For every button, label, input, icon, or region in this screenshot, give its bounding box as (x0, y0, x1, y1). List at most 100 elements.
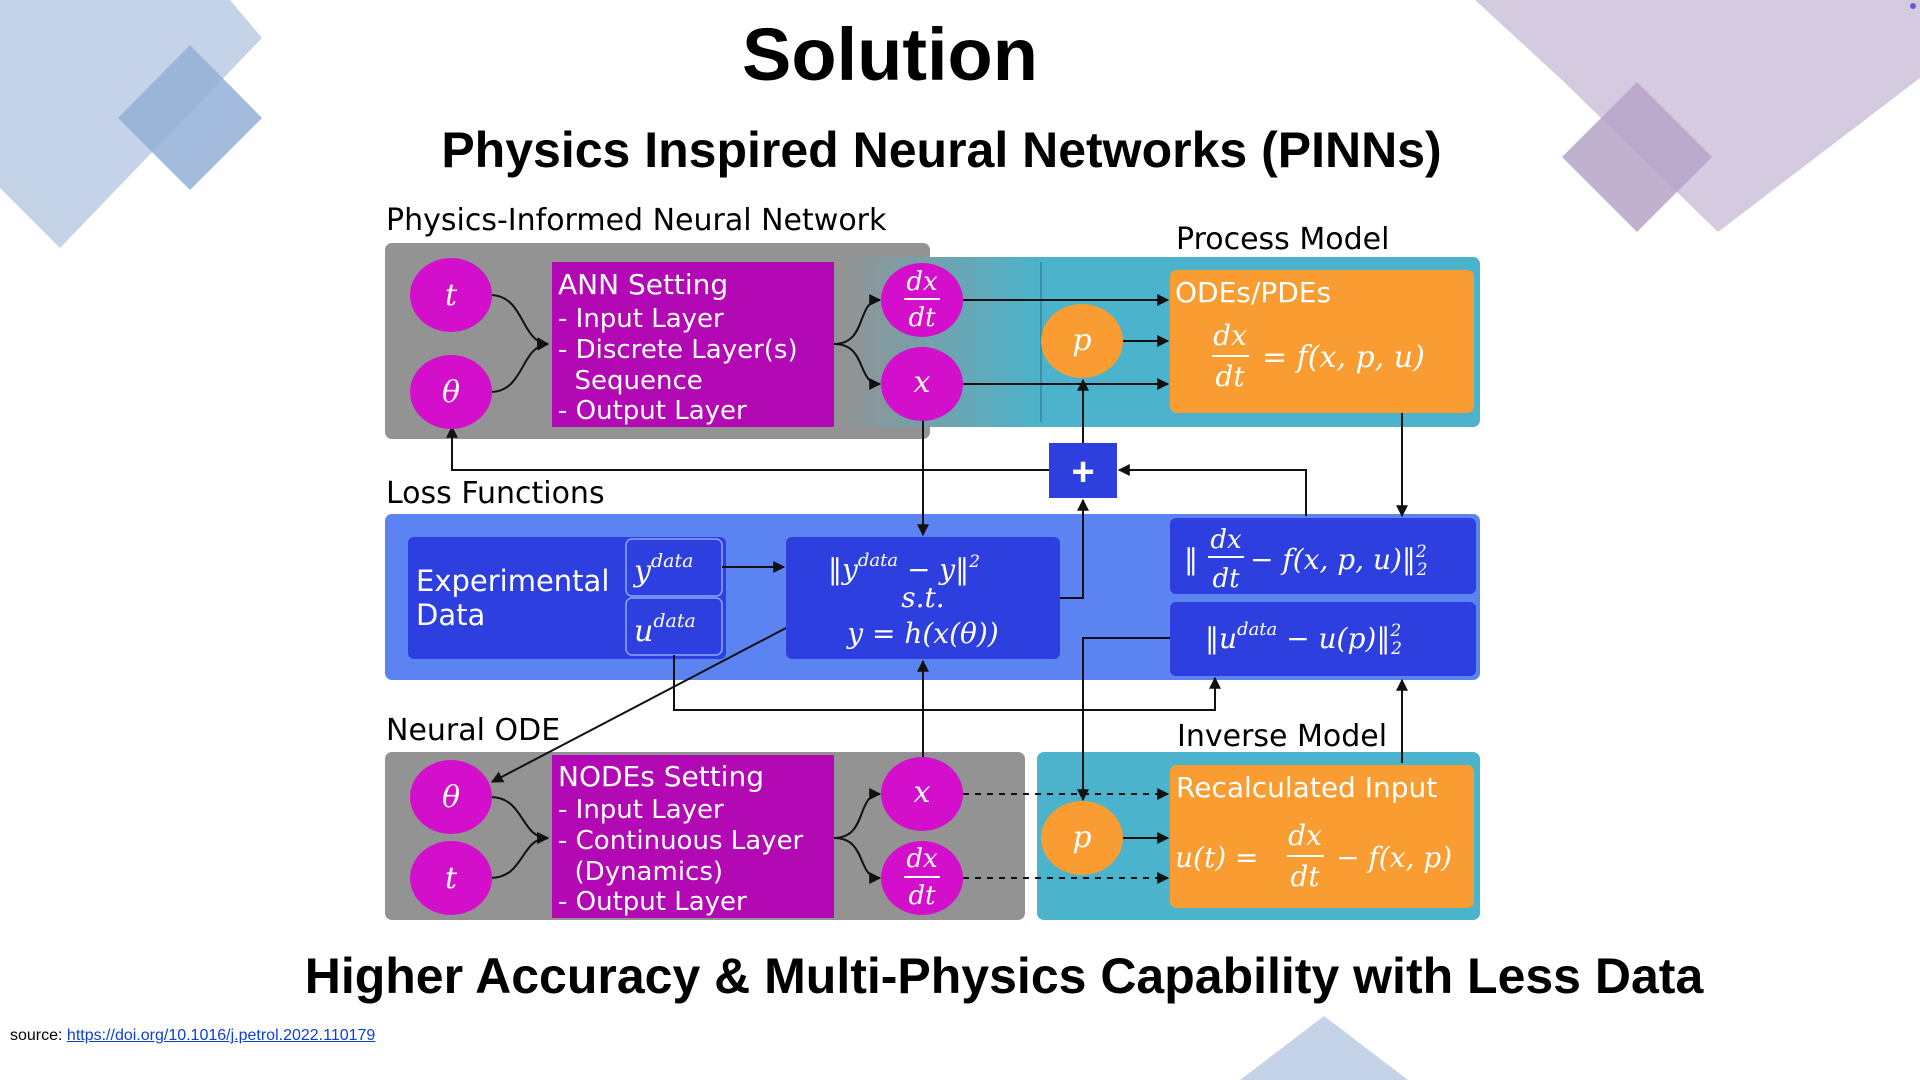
inverse-model-title: Inverse Model (1177, 719, 1387, 754)
node-x (881, 347, 963, 421)
node-t (410, 258, 492, 332)
data-loss-eq-norm: 2 (968, 552, 980, 572)
physics-loss-norm-sup: 2 (1415, 542, 1427, 562)
arrow-node-t-to-nodes (489, 832, 550, 879)
slide-subtitle: Physics Inspired Neural Networks (PINNs) (441, 122, 1442, 178)
physics-loss-open: ‖ (1184, 543, 1198, 576)
node-p-label: p (1072, 323, 1091, 358)
node-p (1041, 304, 1123, 378)
input-loss-eq-part: ‖u (1205, 622, 1237, 655)
arrow-nodes-to-x (833, 788, 882, 839)
input-loss-box (1170, 602, 1476, 676)
node-ode-theta (410, 760, 492, 834)
arrow-ann-to-dxdt (833, 294, 882, 345)
node-ode-x (881, 757, 963, 831)
ann-setting-line: - Output Layer (558, 396, 747, 426)
deco-dot (1910, 3, 1916, 9)
nodes-setting-line: - Output Layer (558, 887, 747, 917)
nodes-setting-line: - Input Layer (558, 795, 724, 825)
ydata-symbol: ydata (632, 550, 693, 589)
arrow-sum-to-theta (446, 425, 1049, 471)
deco-diamond-right-small (1562, 82, 1712, 232)
deco-triangle-bottom (1240, 1016, 1408, 1080)
physics-loss-eq-part: − f(x, p, u)‖ (1250, 543, 1416, 576)
ydata-sup: data (651, 550, 693, 572)
physics-loss-den: dt (1212, 564, 1240, 594)
arrow-ann-to-x (833, 343, 882, 390)
ode-eq-den: dt (1215, 360, 1245, 393)
arrow-physics-loss-to-sum (1117, 464, 1307, 516)
experimental-data-label: Experimental (416, 564, 609, 598)
data-loss-st: s.t. (901, 581, 944, 614)
nodes-setting-line: (Dynamics) (558, 857, 723, 887)
ann-setting-title: ANN Setting (558, 268, 728, 301)
recalculated-input-box (1170, 765, 1474, 908)
neural-ode-title: Neural ODE (386, 713, 560, 748)
data-loss-eq-part: ‖y (828, 553, 859, 586)
node-ode-dxdt-den: dt (908, 881, 936, 911)
input-loss-eq-sup: data (1237, 619, 1277, 640)
data-loss-eq: ‖ydata − y‖2 (828, 550, 980, 586)
arrow-input-loss-to-inverse-p (1077, 637, 1170, 802)
node-theta (410, 355, 492, 429)
node-ode-t-label: t (445, 861, 458, 896)
data-loss-constraint: y = h(x(θ)) (845, 617, 998, 650)
node-theta-label: θ (442, 375, 460, 410)
nodes-setting-title: NODEs Setting (558, 760, 764, 793)
node-dxdt-num: dx (906, 267, 938, 297)
plus-icon: + (1071, 450, 1094, 494)
loss-functions-title: Loss Functions (386, 476, 605, 511)
recalc-eq-lhs: u(t) = (1175, 841, 1259, 874)
udata-symbol: udata (634, 610, 696, 649)
arrow-udata-to-input-loss (673, 655, 1221, 711)
arrow-data-loss-to-sum (1060, 498, 1089, 599)
input-loss-eq-part: − u(p)‖ (1277, 622, 1390, 655)
physics-loss-norm-sub: 2 (1416, 560, 1428, 580)
recalc-eq-den: dt (1290, 860, 1320, 893)
input-loss-norm-sub: 2 (1390, 639, 1402, 659)
ydata-base: y (632, 554, 652, 589)
slide-title: Solution (742, 13, 1038, 96)
node-ode-theta-label: θ (442, 780, 460, 815)
ode-box (1170, 270, 1474, 413)
arrow-data-loss-to-node-theta (490, 627, 787, 783)
ann-setting-line: - Discrete Layer(s) (558, 335, 798, 365)
source-prefix: source: (10, 1027, 67, 1044)
source-link[interactable]: https://doi.org/10.1016/j.petrol.2022.11… (66, 1027, 376, 1044)
sum-node (1049, 443, 1117, 498)
ode-eq-rhs: = f(x, p, u) (1262, 340, 1425, 375)
physics-loss-box (1170, 518, 1476, 594)
data-loss-box (786, 537, 1060, 659)
node-ode-x-label: x (914, 775, 931, 810)
node-dxdt-den: dt (908, 303, 936, 333)
connector-lines (446, 294, 1408, 884)
source-citation: source: https://doi.org/10.1016/j.petrol… (10, 1027, 375, 1045)
nodes-setting-line: - Continuous Layer (558, 826, 804, 856)
node-inverse-p (1041, 801, 1123, 875)
data-loss-eq-sup: data (858, 550, 898, 571)
slide-tagline: Higher Accuracy & Multi-Physics Capabili… (304, 948, 1704, 1004)
process-model-title: Process Model (1176, 222, 1389, 257)
ann-setting-box (552, 262, 834, 427)
pinn-section-title: Physics-Informed Neural Network (386, 203, 887, 238)
arrow-nodes-to-dxdt (833, 837, 882, 884)
ann-setting-line: - Input Layer (558, 304, 724, 334)
arrow-theta-to-ann (489, 338, 550, 393)
input-loss-norm-sup: 2 (1389, 621, 1401, 641)
node-ode-t (410, 841, 492, 915)
recalc-eq-rhs: − f(x, p) (1336, 841, 1452, 874)
node-x-label: x (914, 365, 931, 400)
deco-diamond-left-small (118, 45, 262, 190)
ode-eq-num: dx (1213, 319, 1247, 352)
udata-sup: data (653, 610, 695, 632)
udata-base: u (634, 614, 653, 649)
node-inverse-p-label: p (1072, 820, 1091, 855)
nodes-setting-box (552, 755, 834, 918)
node-ode-dxdt-num: dx (906, 844, 938, 874)
node-t-label: t (445, 278, 458, 313)
